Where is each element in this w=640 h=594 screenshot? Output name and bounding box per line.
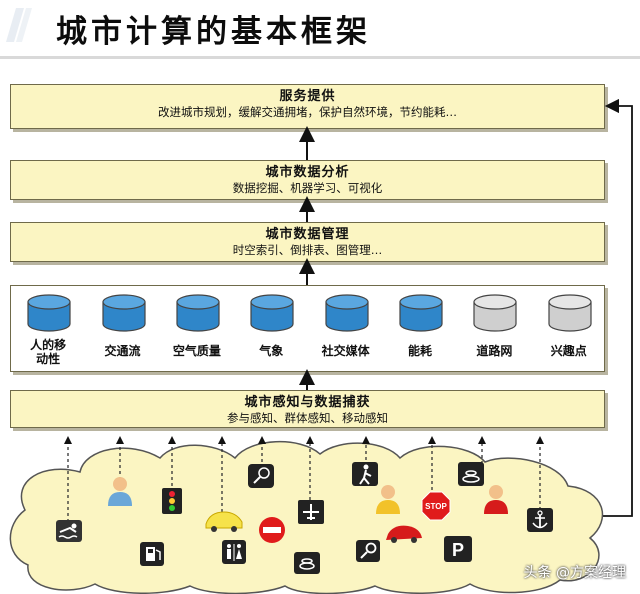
dataset-label: 空气质量 — [172, 344, 221, 358]
database-cylinder-icon — [548, 294, 592, 332]
magnifier-icon — [356, 540, 380, 562]
service-layer-title: 服务提供 — [279, 89, 336, 104]
analysis-layer-subtitle: 数据挖掘、机器学习、可视化 — [232, 181, 383, 195]
watermark-text: 头条 @方案经理 — [523, 565, 626, 581]
dataset-item: 兴趣点 — [534, 286, 604, 371]
dataset-label: 气象 — [259, 344, 284, 358]
anchor-icon — [527, 508, 553, 532]
sensor-arrows — [67, 440, 541, 522]
dataset-item: 社交媒体 — [311, 286, 381, 371]
data-sources-row: 人的移动性 交通流 空气质量 气象 社交媒体 能耗 道路网 兴趣点 — [10, 285, 605, 372]
svg-text:P: P — [452, 540, 464, 560]
sense-layer-title: 城市感知与数据捕获 — [244, 395, 371, 410]
logo-decoration-icon — [6, 8, 32, 42]
radar-icon — [294, 552, 320, 574]
analysis-layer-title: 城市数据分析 — [265, 165, 350, 180]
manage-layer-title: 城市数据管理 — [265, 227, 350, 242]
swimmer-icon — [56, 520, 82, 542]
dataset-label: 道路网 — [476, 344, 513, 358]
tennis-icon — [248, 464, 274, 488]
dataset-label: 人的移动性 — [30, 338, 67, 366]
restroom-icon — [222, 540, 246, 564]
dataset-item: 能耗 — [385, 286, 455, 371]
page-title: 城市计算的基本框架 — [56, 14, 371, 50]
person-icon — [108, 477, 132, 506]
sensor-arrowheads — [64, 436, 544, 444]
dataset-label: 社交媒体 — [321, 344, 370, 358]
feedback-loop-arrow — [598, 98, 633, 517]
dataset-label: 能耗 — [408, 344, 433, 358]
sense-layer-subtitle: 参与感知、群体感知、移动感知 — [227, 411, 388, 425]
analysis-layer-box: 城市数据分析 数据挖掘、机器学习、可视化 — [10, 160, 605, 200]
database-cylinder-icon — [325, 294, 369, 332]
database-cylinder-icon — [176, 294, 220, 332]
dataset-item: 人的移动性 — [13, 286, 83, 371]
dataset-label: 兴趣点 — [550, 344, 587, 358]
car-icon — [205, 511, 243, 532]
manage-layer-subtitle: 时空索引、倒排表、图管理… — [232, 243, 383, 257]
database-cylinder-icon — [473, 294, 518, 332]
database-cylinder-icon — [250, 294, 294, 332]
svg-text:STOP: STOP — [425, 502, 447, 511]
no-entry-icon — [259, 517, 285, 543]
traffic-light-icon — [162, 488, 182, 514]
hiker-icon — [352, 462, 378, 486]
parking-icon: P — [444, 536, 472, 562]
signal-icon — [458, 462, 484, 486]
red-car-icon — [386, 525, 422, 543]
database-cylinder-icon — [101, 294, 146, 332]
sense-layer-box: 城市感知与数据捕获 参与感知、群体感知、移动感知 — [10, 390, 605, 428]
gas-station-icon — [140, 542, 164, 566]
stop-sign-icon: STOP — [421, 491, 451, 521]
airplane-icon — [298, 500, 324, 524]
dataset-label: 交通流 — [104, 344, 141, 358]
service-layer-box: 服务提供 改进城市规划，缓解交通拥堵，保护自然环境，节约能耗… — [10, 84, 605, 129]
dataset-item: 气象 — [236, 286, 306, 371]
red-person-icon — [484, 485, 508, 514]
database-cylinder-icon — [399, 294, 443, 332]
dataset-item: 交通流 — [88, 286, 158, 371]
dataset-item: 道路网 — [459, 286, 529, 371]
dataset-item: 空气质量 — [162, 286, 232, 371]
service-layer-subtitle: 改进城市规划，缓解交通拥堵，保护自然环境，节约能耗… — [158, 105, 457, 119]
database-cylinder-icon — [27, 294, 71, 332]
person-icon — [376, 485, 400, 514]
title-divider — [0, 56, 640, 59]
